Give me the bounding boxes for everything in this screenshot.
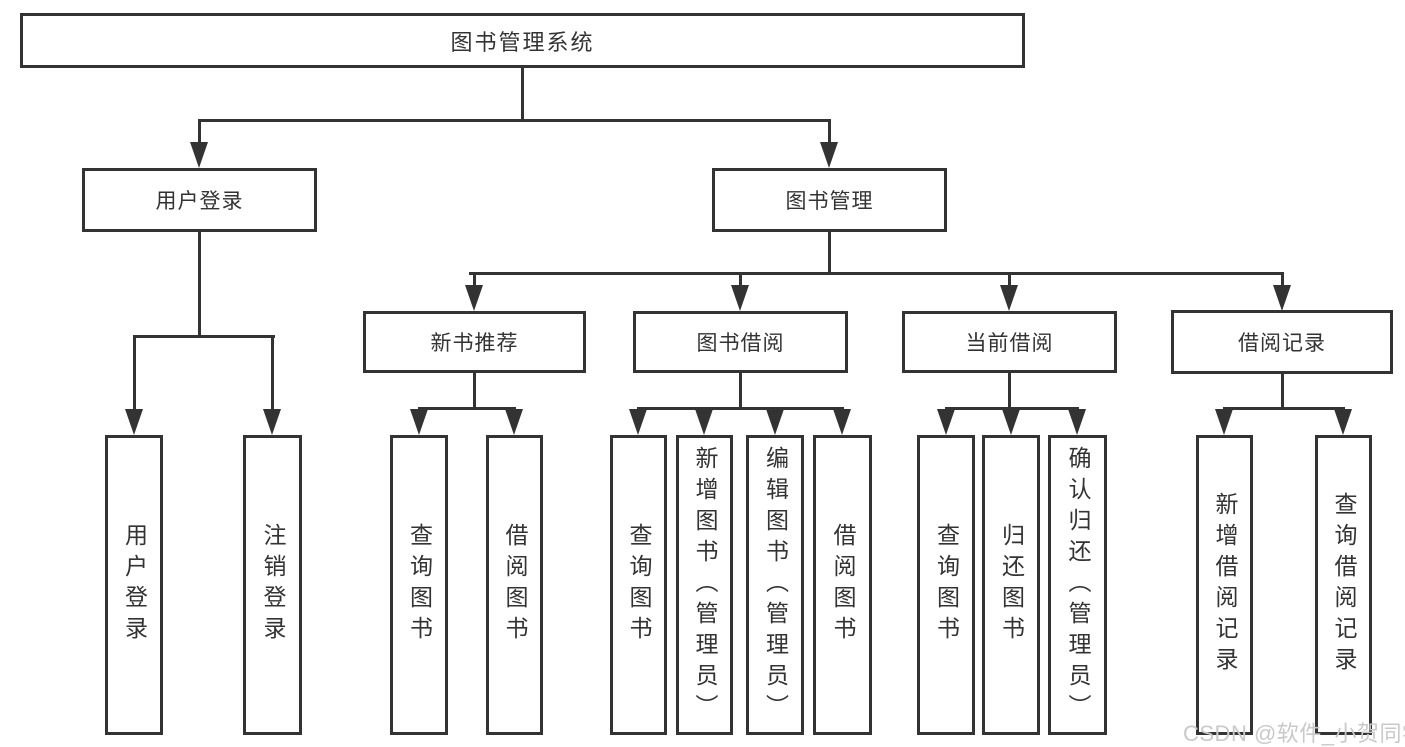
leaf-edit-book-admin: 编辑图书（管理员） (746, 435, 804, 735)
leaf-return-books-label: 归还图书 (998, 523, 1025, 647)
leaf-query-books-1-label: 查询图书 (406, 523, 433, 647)
connector-book-management-down (828, 232, 831, 272)
leaf-query-books-2-label: 查询图书 (626, 523, 652, 647)
node-current-borrow-label: 当前借阅 (965, 332, 1054, 355)
arrowhead-book-borrow (731, 285, 749, 311)
connector-book-borrow-span (637, 407, 844, 410)
connector-to-book-management (828, 119, 831, 143)
connector-root-down (521, 68, 524, 119)
arrowhead-leaf-user-login (125, 409, 143, 435)
leaf-add-book-admin-label: 新增图书（管理员） (692, 445, 718, 725)
arrowhead-new-book (465, 285, 483, 311)
arrowhead-leaf-logout (263, 409, 281, 435)
connector-to-current-borrow (1008, 272, 1011, 287)
leaf-query-borrow-record: 查询借阅记录 (1315, 435, 1372, 735)
arrowhead-query-borrow-record (1334, 409, 1352, 435)
node-book-management-label: 图书管理 (785, 190, 874, 213)
connector-borrow-records-down (1281, 374, 1284, 407)
leaf-logout: 注销登录 (243, 435, 302, 735)
node-borrow-records-label: 借阅记录 (1238, 332, 1326, 355)
leaf-confirm-return-admin-label: 确认归还（管理员） (1065, 445, 1091, 725)
connector-user-login-down (198, 232, 201, 335)
node-book-borrow-label: 图书借阅 (696, 332, 785, 355)
arrowhead-user-login (190, 142, 208, 168)
connector-to-book-borrow (739, 272, 742, 287)
leaf-user-login: 用户登录 (105, 435, 163, 735)
leaf-borrow-books-1-label: 借阅图书 (502, 523, 528, 647)
arrowhead-query-books-1 (410, 409, 428, 435)
connector-user-login-span (133, 335, 275, 338)
leaf-query-books-3: 查询图书 (917, 435, 975, 735)
arrowhead-confirm-return (1068, 409, 1086, 435)
connector-borrow-records-span (1223, 407, 1345, 410)
arrowhead-query-books-3 (937, 409, 955, 435)
arrowhead-current-borrow (1000, 285, 1018, 311)
arrowhead-query-books-2 (629, 409, 647, 435)
connector-new-book-span (418, 407, 516, 410)
leaf-borrow-books-1: 借阅图书 (486, 435, 543, 735)
leaf-add-borrow-record-label: 新增借阅记录 (1212, 492, 1238, 678)
arrowhead-borrow-records (1273, 285, 1291, 311)
node-new-book-recommend-label: 新书推荐 (430, 332, 519, 355)
connector-to-new-book (473, 272, 476, 287)
arrowhead-edit-book (766, 409, 784, 435)
arrowhead-book-management (820, 142, 838, 168)
node-current-borrow: 当前借阅 (902, 311, 1117, 373)
node-book-management: 图书管理 (712, 168, 947, 232)
connector-root-span (198, 119, 831, 122)
leaf-borrow-books-2: 借阅图书 (813, 435, 872, 735)
connector-book-management-span (469, 272, 1283, 275)
leaf-edit-book-admin-label: 编辑图书（管理员） (762, 445, 789, 725)
node-borrow-records: 借阅记录 (1171, 310, 1393, 374)
connector-book-borrow-down (739, 373, 742, 407)
leaf-logout-label: 注销登录 (260, 523, 286, 647)
leaf-add-borrow-record: 新增借阅记录 (1196, 435, 1253, 735)
connector-to-leaf-logout (271, 335, 274, 409)
connector-to-leaf-user-login (133, 335, 136, 409)
node-user-login: 用户登录 (82, 168, 317, 232)
leaf-query-borrow-record-label: 查询借阅记录 (1331, 492, 1357, 678)
connector-new-book-down (473, 373, 476, 407)
leaf-query-books-3-label: 查询图书 (933, 523, 960, 647)
node-root: 图书管理系统 (20, 13, 1025, 68)
arrowhead-borrow-books-2 (833, 409, 851, 435)
leaf-borrow-books-2-label: 借阅图书 (830, 523, 856, 647)
arrowhead-return-books (1002, 409, 1020, 435)
arrowhead-borrow-books-1 (505, 409, 523, 435)
leaf-confirm-return-admin: 确认归还（管理员） (1048, 435, 1107, 735)
connector-current-borrow-span (945, 407, 1079, 410)
connector-current-borrow-down (1008, 373, 1011, 407)
connector-to-borrow-records (1281, 272, 1284, 287)
leaf-add-book-admin: 新增图书（管理员） (676, 435, 733, 735)
node-new-book-recommend: 新书推荐 (363, 311, 586, 373)
leaf-user-login-label: 用户登录 (121, 523, 148, 647)
node-root-label: 图书管理系统 (450, 29, 595, 55)
node-book-borrow: 图书借阅 (633, 311, 848, 373)
connector-to-user-login (198, 119, 201, 143)
node-user-login-label: 用户登录 (155, 190, 244, 213)
arrowhead-add-book (695, 409, 713, 435)
arrowhead-add-borrow-record (1215, 409, 1233, 435)
leaf-query-books-2: 查询图书 (610, 435, 667, 735)
csdn-watermark: CSDN @软件_小贺同学 (1183, 721, 1405, 746)
leaf-query-books-1: 查询图书 (390, 435, 448, 735)
leaf-return-books: 归还图书 (982, 435, 1040, 735)
